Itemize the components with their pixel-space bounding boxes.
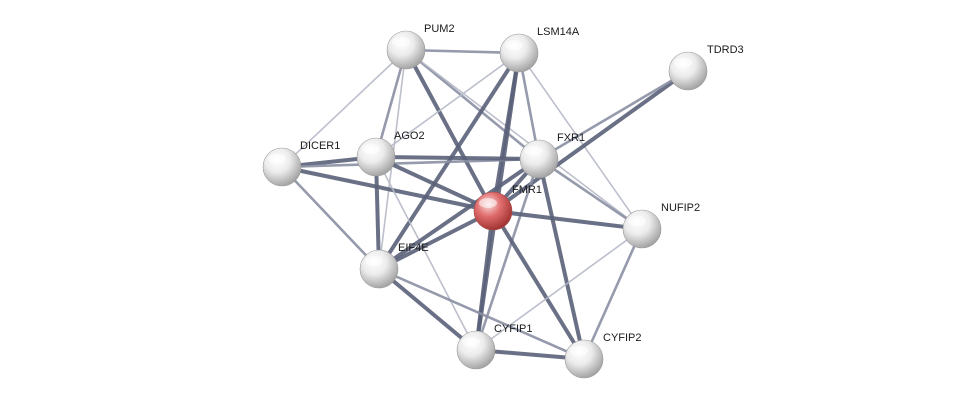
node-highlight-cyfip2 bbox=[570, 346, 588, 356]
edge-fxr1-eif4e bbox=[377, 157, 541, 271]
node-label-fxr1: FXR1 bbox=[557, 132, 585, 144]
edge-ago2-cyfip1 bbox=[375, 156, 477, 351]
node-dicer1[interactable]: DICER1 bbox=[262, 140, 340, 187]
edge-tdrd3-fxr1 bbox=[537, 69, 690, 161]
node-ago2[interactable]: AGO2 bbox=[356, 130, 425, 177]
edge-fxr1-cyfip1 bbox=[474, 157, 541, 352]
edge-pum2-fmr1 bbox=[404, 48, 495, 213]
node-highlight-dicer1 bbox=[268, 154, 286, 164]
node-cyfip2[interactable]: CYFIP2 bbox=[564, 332, 642, 379]
node-label-lsm14a: LSM14A bbox=[537, 26, 580, 38]
node-sphere-fxr1[interactable] bbox=[519, 139, 559, 179]
edge-fmr1-eif4e bbox=[377, 209, 495, 271]
edge-pum2-fxr1 bbox=[404, 48, 541, 161]
edge-eif4e-cyfip1 bbox=[377, 267, 478, 352]
node-eif4e[interactable]: EIF4E bbox=[359, 242, 429, 289]
edge-fxr1-cyfip2 bbox=[537, 157, 586, 361]
edge-pum2-dicer1 bbox=[281, 49, 407, 168]
edge-nufip2-cyfip2 bbox=[582, 227, 644, 361]
node-highlight-lsm14a bbox=[505, 40, 523, 50]
node-cyfip1[interactable]: CYFIP1 bbox=[456, 323, 533, 370]
edge-dicer1-eif4e bbox=[280, 165, 381, 271]
node-label-eif4e: EIF4E bbox=[398, 242, 429, 254]
edges-layer bbox=[280, 48, 690, 361]
node-highlight-nufip2 bbox=[628, 216, 646, 226]
edge-lsm14a-nufip2 bbox=[518, 52, 643, 230]
edge-fxr1-nufip2 bbox=[537, 157, 644, 231]
node-highlight-fmr1 bbox=[479, 198, 497, 208]
node-sphere-eif4e[interactable] bbox=[359, 249, 399, 289]
edge-tdrd3-fmr1 bbox=[491, 69, 690, 213]
edge-fmr1-cyfip1 bbox=[474, 209, 495, 352]
node-label-ago2: AGO2 bbox=[394, 130, 425, 142]
node-sphere-cyfip1[interactable] bbox=[456, 330, 496, 370]
node-highlight-tdrd3 bbox=[674, 58, 692, 68]
edge-nufip2-cyfip1 bbox=[475, 228, 643, 351]
node-highlight-fxr1 bbox=[525, 146, 543, 156]
node-sphere-dicer1[interactable] bbox=[262, 147, 302, 187]
node-label-tdrd3: TDRD3 bbox=[707, 44, 744, 56]
edge-fmr1-nufip2 bbox=[491, 209, 644, 231]
node-label-pum2: PUM2 bbox=[424, 23, 455, 35]
edge-lsm14a-ago2 bbox=[375, 52, 520, 158]
edge-eif4e-cyfip2 bbox=[377, 267, 586, 361]
node-label-nufip2: NUFIP2 bbox=[661, 202, 700, 214]
node-label-cyfip2: CYFIP2 bbox=[603, 332, 642, 344]
node-label-cyfip1: CYFIP1 bbox=[494, 323, 533, 335]
node-fxr1[interactable]: FXR1 bbox=[519, 132, 585, 179]
node-sphere-cyfip2[interactable] bbox=[564, 339, 604, 379]
node-nufip2[interactable]: NUFIP2 bbox=[622, 202, 700, 249]
node-highlight-eif4e bbox=[365, 256, 383, 266]
node-label-fmr1: FMR1 bbox=[512, 184, 542, 196]
node-highlight-ago2 bbox=[362, 144, 380, 154]
node-sphere-pum2[interactable] bbox=[386, 30, 426, 70]
node-sphere-ago2[interactable] bbox=[356, 137, 396, 177]
node-tdrd3[interactable]: TDRD3 bbox=[668, 44, 744, 91]
node-sphere-nufip2[interactable] bbox=[622, 209, 662, 249]
node-pum2[interactable]: PUM2 bbox=[386, 23, 455, 70]
node-sphere-fmr1[interactable] bbox=[473, 191, 513, 231]
node-sphere-lsm14a[interactable] bbox=[499, 33, 539, 73]
edge-ago2-fxr1 bbox=[374, 155, 541, 161]
edge-dicer1-fmr1 bbox=[280, 165, 495, 213]
edge-fmr1-cyfip2 bbox=[491, 209, 586, 361]
node-label-dicer1: DICER1 bbox=[300, 140, 340, 152]
node-highlight-cyfip1 bbox=[462, 337, 480, 347]
node-lsm14a[interactable]: LSM14A bbox=[499, 26, 580, 73]
node-fmr1[interactable]: FMR1 bbox=[473, 184, 542, 231]
node-highlight-pum2 bbox=[392, 37, 410, 47]
edge-pum2-nufip2 bbox=[405, 49, 643, 230]
node-sphere-tdrd3[interactable] bbox=[668, 51, 708, 91]
